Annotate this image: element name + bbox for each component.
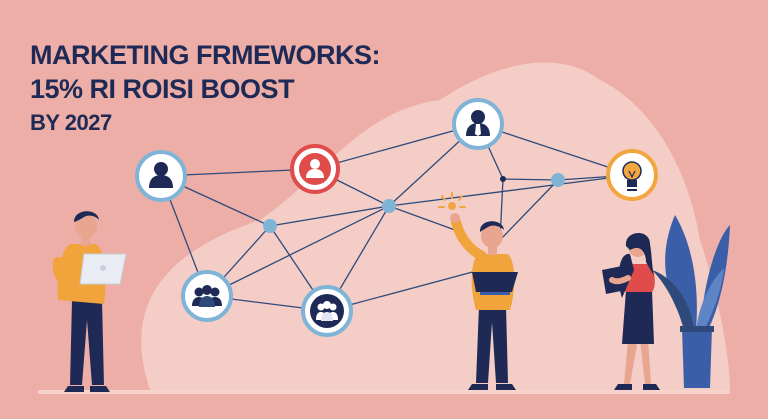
junction-dots [263, 173, 565, 233]
manager-icon [452, 98, 504, 150]
spark-icon [438, 192, 466, 210]
headline-line-2: 15% RI ROISI BOOST [30, 74, 295, 104]
group-icon [181, 270, 233, 322]
person-icon [135, 150, 187, 202]
team-icon [301, 285, 353, 337]
man-with-laptop [52, 211, 127, 392]
background-blob [141, 62, 731, 390]
headline-line-1: MARKETING FRMEWORKS: [30, 40, 380, 70]
lightbulb-icon [606, 149, 658, 201]
headline: MARKETING FRMEWORKS: 15% RI ROISI BOOST … [30, 38, 380, 140]
woman-with-tablet [602, 232, 660, 390]
headline-line-3: BY 2027 [30, 110, 112, 135]
person-red-icon [290, 144, 340, 194]
man-raising-hand [450, 213, 518, 390]
plant-in-pot [652, 215, 730, 388]
